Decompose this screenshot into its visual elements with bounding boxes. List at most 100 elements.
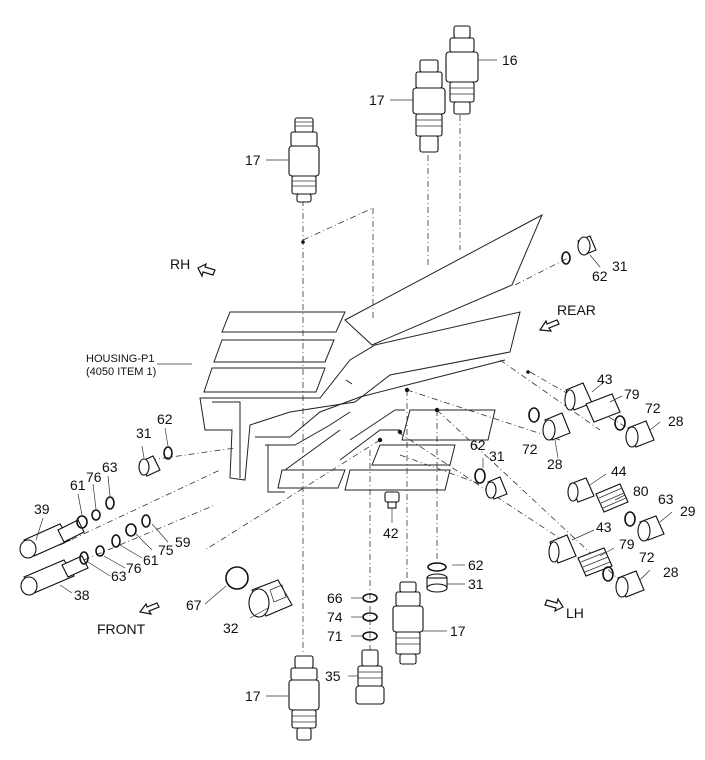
callout-63-right: 63 [658, 491, 674, 507]
oring-63-right [624, 511, 636, 527]
label-rear: REAR [557, 302, 596, 318]
oring-72-mid [528, 407, 540, 423]
callout-61-a: 61 [70, 477, 86, 493]
callout-79-lower: 79 [619, 536, 635, 552]
callout-59: 59 [175, 534, 191, 550]
callout-28-upper: 28 [668, 413, 684, 429]
callout-31-center: 31 [489, 448, 505, 464]
arrow-front-icon [138, 602, 160, 615]
callout-63-a: 63 [102, 459, 118, 475]
poppet-43-lower [548, 534, 577, 564]
spring-80 [595, 483, 629, 513]
oring-59 [141, 514, 151, 528]
callout-numbers: 16 17 17 31 62 43 79 72 28 72 28 62 31 4… [34, 52, 696, 704]
relief-valve-17-upper [412, 59, 446, 153]
callout-63-b: 63 [111, 568, 127, 584]
oring-72-lower [602, 566, 614, 582]
arrow-rh-icon [197, 262, 216, 278]
ring-76-b [95, 545, 105, 557]
callout-17-upper: 17 [369, 92, 385, 108]
arrow-rear-icon [538, 319, 560, 332]
callout-72-lower: 72 [639, 549, 655, 565]
callout-17-bottom: 17 [245, 688, 261, 704]
callout-43-upper: 43 [597, 371, 613, 387]
relief-valve-16 [445, 25, 479, 115]
callout-28-lower: 28 [663, 564, 679, 580]
callout-75: 75 [158, 542, 174, 558]
callout-76-b: 76 [126, 560, 142, 576]
direction-labels: RH REAR LH FRONT [97, 256, 596, 637]
plug-29 [637, 515, 665, 542]
plug-31-bottom [426, 573, 448, 593]
callout-38: 38 [74, 587, 90, 603]
housing-label: HOUSING-P1 (4050 ITEM 1) [86, 353, 156, 378]
arrow-lh-icon [544, 597, 564, 613]
callout-29: 29 [680, 503, 696, 519]
callout-28-mid: 28 [547, 456, 563, 472]
plug-42 [384, 491, 400, 509]
callout-76-a: 76 [86, 469, 102, 485]
ring-74 [362, 612, 378, 622]
plug-28-mid [542, 412, 571, 441]
plug-31-left [138, 455, 161, 477]
callout-71: 71 [327, 628, 343, 644]
callout-72-upper: 72 [645, 400, 661, 416]
oring-62-center [474, 468, 486, 484]
callout-62-top-right: 62 [592, 268, 608, 284]
callout-80: 80 [633, 483, 649, 499]
callout-62-center: 62 [470, 437, 486, 453]
ring-75 [125, 523, 137, 537]
callout-16: 16 [502, 52, 518, 68]
center-lines [59, 115, 641, 655]
callout-62-left: 62 [157, 411, 173, 427]
callout-66: 66 [327, 590, 343, 606]
ring-76-a [91, 509, 101, 521]
callout-17-center: 17 [450, 623, 466, 639]
callout-39: 39 [34, 501, 50, 517]
oring-71 [362, 631, 378, 641]
poppet-44 [567, 477, 595, 503]
callout-43-lower: 43 [596, 519, 612, 535]
label-front: FRONT [97, 621, 146, 637]
callout-62-bottom: 62 [468, 557, 484, 573]
oring-67 [225, 566, 249, 590]
plug-28-lower [615, 570, 645, 598]
callout-44: 44 [611, 463, 627, 479]
plug-31-center [485, 476, 508, 500]
housing-ref: (4050 ITEM 1) [86, 366, 156, 378]
label-rh: RH [170, 256, 190, 272]
oring-62-left [163, 446, 173, 460]
callout-61-b: 61 [143, 552, 159, 568]
callout-31-left: 31 [136, 425, 152, 441]
oring-66 [362, 593, 378, 603]
callout-74: 74 [327, 609, 343, 625]
housing-body [199, 213, 544, 493]
plug-31-top-right [561, 235, 597, 265]
callout-35: 35 [325, 668, 341, 684]
plug-28-upper [625, 420, 655, 448]
oring-61-b [111, 534, 121, 548]
callout-32: 32 [223, 620, 239, 636]
callout-31-bottom: 31 [468, 576, 484, 592]
oring-72-upper [614, 415, 626, 431]
callout-79-upper: 79 [624, 386, 640, 402]
callout-42: 42 [383, 525, 399, 541]
oring-62-bottom [427, 562, 447, 572]
callout-17-top: 17 [245, 152, 261, 168]
callout-72-mid: 72 [522, 441, 538, 457]
plug-32 [248, 579, 293, 618]
callout-31-top-right: 31 [612, 258, 628, 274]
spring-79-upper [585, 393, 621, 423]
relief-valve-17-top [288, 117, 320, 203]
spring-79-lower [577, 547, 613, 577]
oring-63-b [79, 551, 89, 565]
fitting-35 [355, 649, 385, 705]
housing-name: HOUSING-P1 [86, 353, 154, 365]
leader-lines [35, 59, 673, 697]
oring-61-a [76, 515, 88, 529]
relief-valve-17-center [392, 581, 424, 665]
oring-63-a [105, 496, 115, 510]
spool-39 [19, 519, 85, 559]
